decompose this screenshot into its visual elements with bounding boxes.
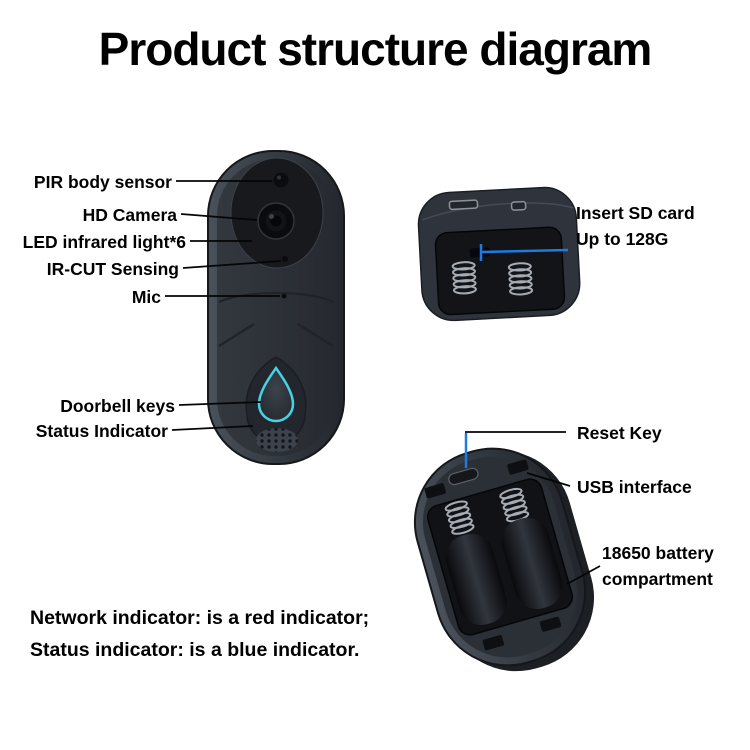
sd-pointer-lines [479, 244, 569, 261]
label-sd-card-line1: Insert SD card [576, 203, 695, 223]
mount-pad-icon [424, 483, 446, 499]
label-usb-interface: USB interface [577, 477, 692, 497]
label-reset-key: Reset Key [577, 423, 662, 443]
label-hd-camera: HD Camera [82, 205, 177, 225]
label-pir-body-sensor: PIR body sensor [33, 172, 172, 192]
battery-channel [445, 533, 507, 626]
label-led-infrared: LED infrared light*6 [22, 232, 186, 252]
label-mic: Mic [131, 287, 161, 307]
note-status-indicator: Status indicator: is a blue indicator. [30, 639, 360, 661]
line-battery [566, 565, 601, 585]
back-connector-lines [464, 431, 601, 585]
pir-sensor-icon [273, 172, 289, 188]
mount-pad-icon [539, 616, 562, 632]
mount-pad-icon [482, 635, 505, 651]
vent-slot-icon [448, 199, 479, 211]
ircut-sensor-icon [282, 256, 288, 262]
battery-channel [501, 517, 563, 610]
line-doorbell [178, 401, 262, 406]
mount-pad-icon [507, 459, 529, 475]
sd-card-view [417, 186, 581, 322]
mic-hole-icon [281, 293, 287, 299]
line-camera [180, 213, 258, 221]
line-status [171, 425, 254, 431]
label-status-indicator: Status Indicator [35, 421, 168, 441]
label-sd-card-line2: Up to 128G [576, 229, 669, 249]
note-network-indicator: Network indicator: is a red indicator; [30, 607, 370, 629]
label-18650-battery: 18650 battery compartment [602, 543, 714, 589]
label-sd-card: Insert SD card Up to 128G [576, 200, 695, 252]
line-ircut [182, 260, 282, 269]
label-doorbell-keys: Doorbell keys [60, 396, 175, 416]
front-connector-lines [165, 180, 282, 431]
page-title: Product structure diagram [98, 23, 653, 75]
back-device [413, 447, 595, 672]
status-indicator-ring [257, 365, 295, 423]
label-ircut-sensing: IR-CUT Sensing [46, 259, 179, 279]
line-sd [480, 248, 569, 254]
front-device [207, 150, 345, 465]
reset-button [448, 467, 479, 486]
vent-slot-icon [510, 200, 527, 211]
line-usb [526, 472, 571, 487]
